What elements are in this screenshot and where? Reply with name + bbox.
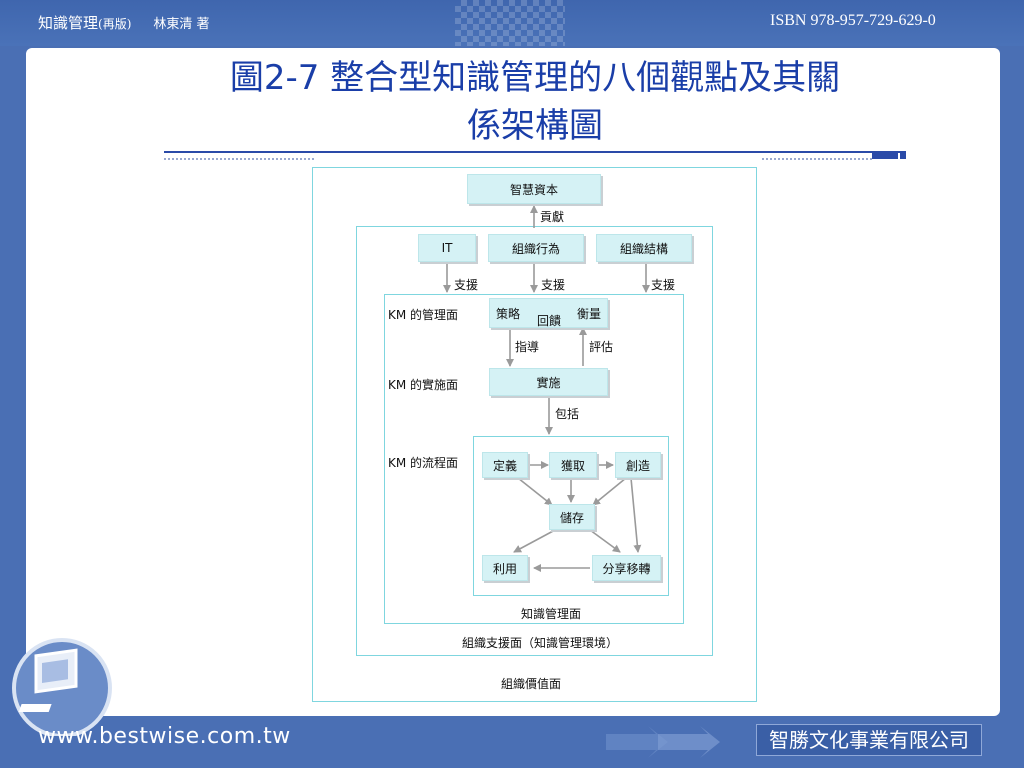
node-strategy-measure: 策略 衡量	[489, 298, 608, 328]
underline-block-small	[900, 151, 906, 159]
book-author: 林東清 著	[153, 17, 210, 32]
node-intellectual-capital: 智慧資本	[467, 174, 601, 204]
label-support-behavior: 支援	[541, 278, 566, 292]
underline-dots-left	[164, 158, 314, 160]
book-title: 知識管理	[38, 14, 99, 32]
arrow-store-share	[589, 529, 621, 553]
website-url: www.bestwise.com.tw	[38, 724, 291, 749]
label-evaluate: 評估	[589, 340, 614, 354]
label-contribute: 貢獻	[540, 210, 565, 224]
checker-pattern	[455, 0, 565, 46]
node-create: 創造	[615, 452, 661, 478]
book-info: 知識管理(再版) 林東清 著	[38, 12, 210, 33]
isbn: ISBN 978-957-729-629-0	[770, 12, 936, 29]
label-value-layer: 組織價值面	[501, 677, 562, 691]
underline-block	[872, 151, 898, 159]
node-use: 利用	[482, 555, 528, 581]
label-support-layer: 組織支援面（知識管理環境）	[462, 636, 619, 650]
arrow-define-store	[517, 477, 553, 506]
node-store: 儲存	[549, 504, 595, 530]
node-it: IT	[418, 234, 476, 262]
company-name: 智勝文化事業有限公司	[756, 724, 982, 756]
arrow-store-use	[513, 529, 556, 553]
node-measure: 衡量	[576, 306, 601, 321]
label-guide: 指導	[515, 340, 540, 354]
node-implementation: 實施	[489, 368, 608, 396]
node-org-structure: 組織結構	[596, 234, 692, 262]
node-acquire: 獲取	[549, 452, 597, 478]
arrow-create-share	[630, 477, 642, 553]
slide-title-line2: 係架構圖	[467, 106, 603, 146]
title-underline	[164, 151, 906, 160]
slide-title: 圖2-7 整合型知識管理的八個觀點及其關 係架構圖	[130, 54, 940, 150]
book-edition: (再版)	[98, 17, 132, 31]
frame-value-layer	[312, 167, 757, 702]
node-share-transfer: 分享移轉	[592, 555, 661, 581]
top-bar: 知識管理(再版) 林東清 著 ISBN 978-957-729-629-0	[0, 0, 1024, 46]
arrow-create-store	[592, 477, 627, 506]
node-define: 定義	[482, 452, 528, 478]
label-management-plane: KM 的管理面	[388, 308, 459, 322]
decorative-arrows	[606, 726, 720, 758]
node-strategy: 策略	[496, 306, 521, 321]
label-implementation-plane: KM 的實施面	[388, 378, 459, 392]
underline-dots-right	[762, 158, 872, 160]
slide-title-line1: 圖2-7 整合型知識管理的八個觀點及其關	[229, 58, 841, 98]
label-support-structure: 支援	[651, 278, 676, 292]
label-process-plane: KM 的流程面	[388, 456, 459, 470]
frame-km-layer	[384, 294, 684, 624]
node-org-behavior: 組織行為	[488, 234, 584, 262]
label-support-it: 支援	[454, 278, 479, 292]
label-km-layer: 知識管理面	[521, 607, 582, 621]
label-include: 包括	[555, 407, 580, 421]
computer-monitor-icon	[12, 638, 112, 736]
label-feedback: 回饋	[537, 314, 562, 328]
frame-process-layer	[473, 436, 669, 596]
